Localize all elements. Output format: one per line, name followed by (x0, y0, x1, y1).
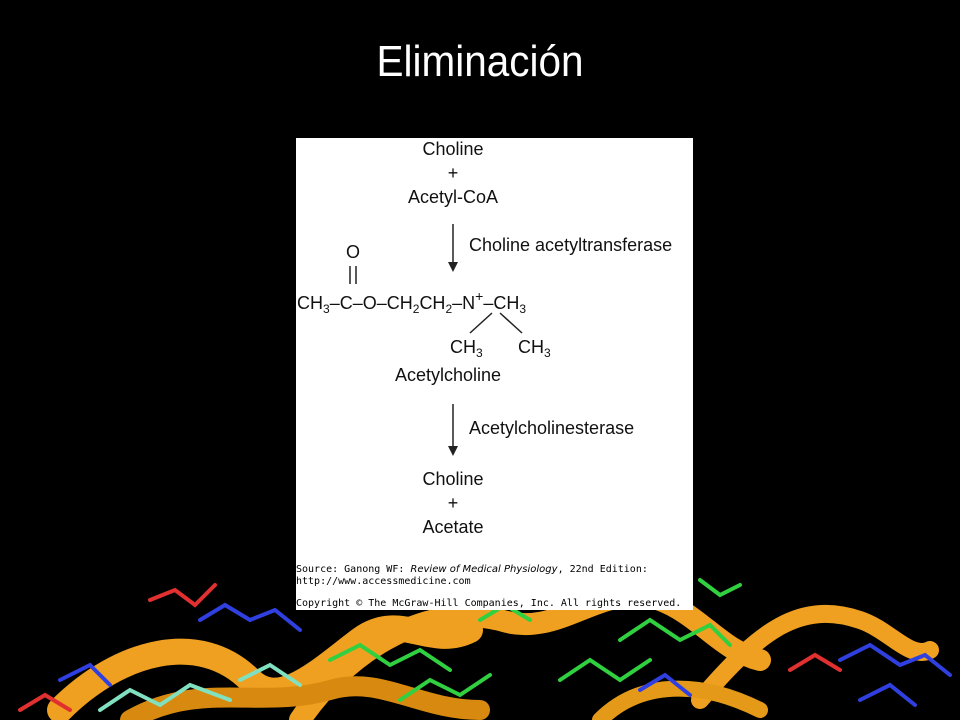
chain-ester-oxygen: O (362, 293, 377, 313)
ribbon-lower (120, 676, 490, 720)
stick-green-1 (328, 642, 452, 672)
bond-n-right (499, 312, 523, 334)
chain-ch2-b: CH2 (419, 293, 453, 316)
ribbon-helix-center (289, 584, 771, 720)
source-citation: Source: Ganong WF: Review of Medical Phy… (296, 564, 648, 575)
product-choline: Choline (422, 469, 484, 489)
slide-title: Eliminación (376, 37, 584, 86)
reactant-choline: Choline (422, 139, 484, 159)
stick-cyan-1 (98, 682, 232, 712)
chain-ch2-a: CH2 (386, 293, 420, 316)
stick-blue-5 (858, 682, 917, 707)
reactant-acetyl-coa: Acetyl-CoA (407, 187, 499, 207)
stick-blue-4 (838, 642, 952, 677)
carbonyl-oxygen: O (346, 242, 361, 262)
ribbon-strand-right (691, 604, 939, 709)
figure-lines (349, 224, 523, 456)
enzyme-choline-acetyltransferase: Choline acetyltransferase (469, 235, 673, 255)
protein-structure-image (18, 578, 952, 720)
product-acetate: Acetate (422, 517, 484, 537)
stick-red-1 (148, 583, 217, 608)
ribbon-edge-right (592, 680, 768, 720)
product-acetylcholine: Acetylcholine (395, 365, 502, 385)
copyright-notice: Copyright © The McGraw-Hill Companies, I… (296, 598, 682, 609)
methyl-group-right: CH3 (518, 337, 551, 360)
stick-green-5 (698, 578, 742, 598)
bond-n-left (469, 312, 493, 334)
stick-blue-1 (198, 602, 302, 632)
chain-carbonyl-carbon: C (339, 293, 353, 313)
stick-green-3 (618, 617, 732, 647)
stick-cyan-2 (238, 662, 302, 687)
stick-blue-3 (638, 672, 692, 697)
methyl-group-left: CH3 (450, 337, 483, 360)
acetylcholine-structure-chain: CH3–C–O–CH2CH2–N+–CH3 (297, 288, 527, 316)
chain-ch3: CH3 (297, 293, 330, 316)
chain-nitrogen: N+ (462, 288, 484, 313)
enzyme-acetylcholinesterase: Acetylcholinesterase (469, 418, 635, 438)
source-url: http://www.accessmedicine.com (296, 576, 471, 587)
product-plus: + (447, 493, 459, 513)
reactant-plus: + (447, 163, 459, 183)
stick-blue-2 (58, 662, 112, 687)
stick-red-2 (18, 692, 72, 712)
stick-green-4 (558, 657, 652, 683)
arrow-head-1 (448, 262, 458, 272)
stick-green-2 (398, 673, 492, 702)
reaction-figure: Choline + Acetyl-CoA Choline acetyltrans… (296, 138, 693, 610)
chain-ch3-terminal: CH3 (493, 293, 527, 316)
arrow-head-2 (448, 446, 458, 456)
stick-red-3 (788, 652, 842, 672)
